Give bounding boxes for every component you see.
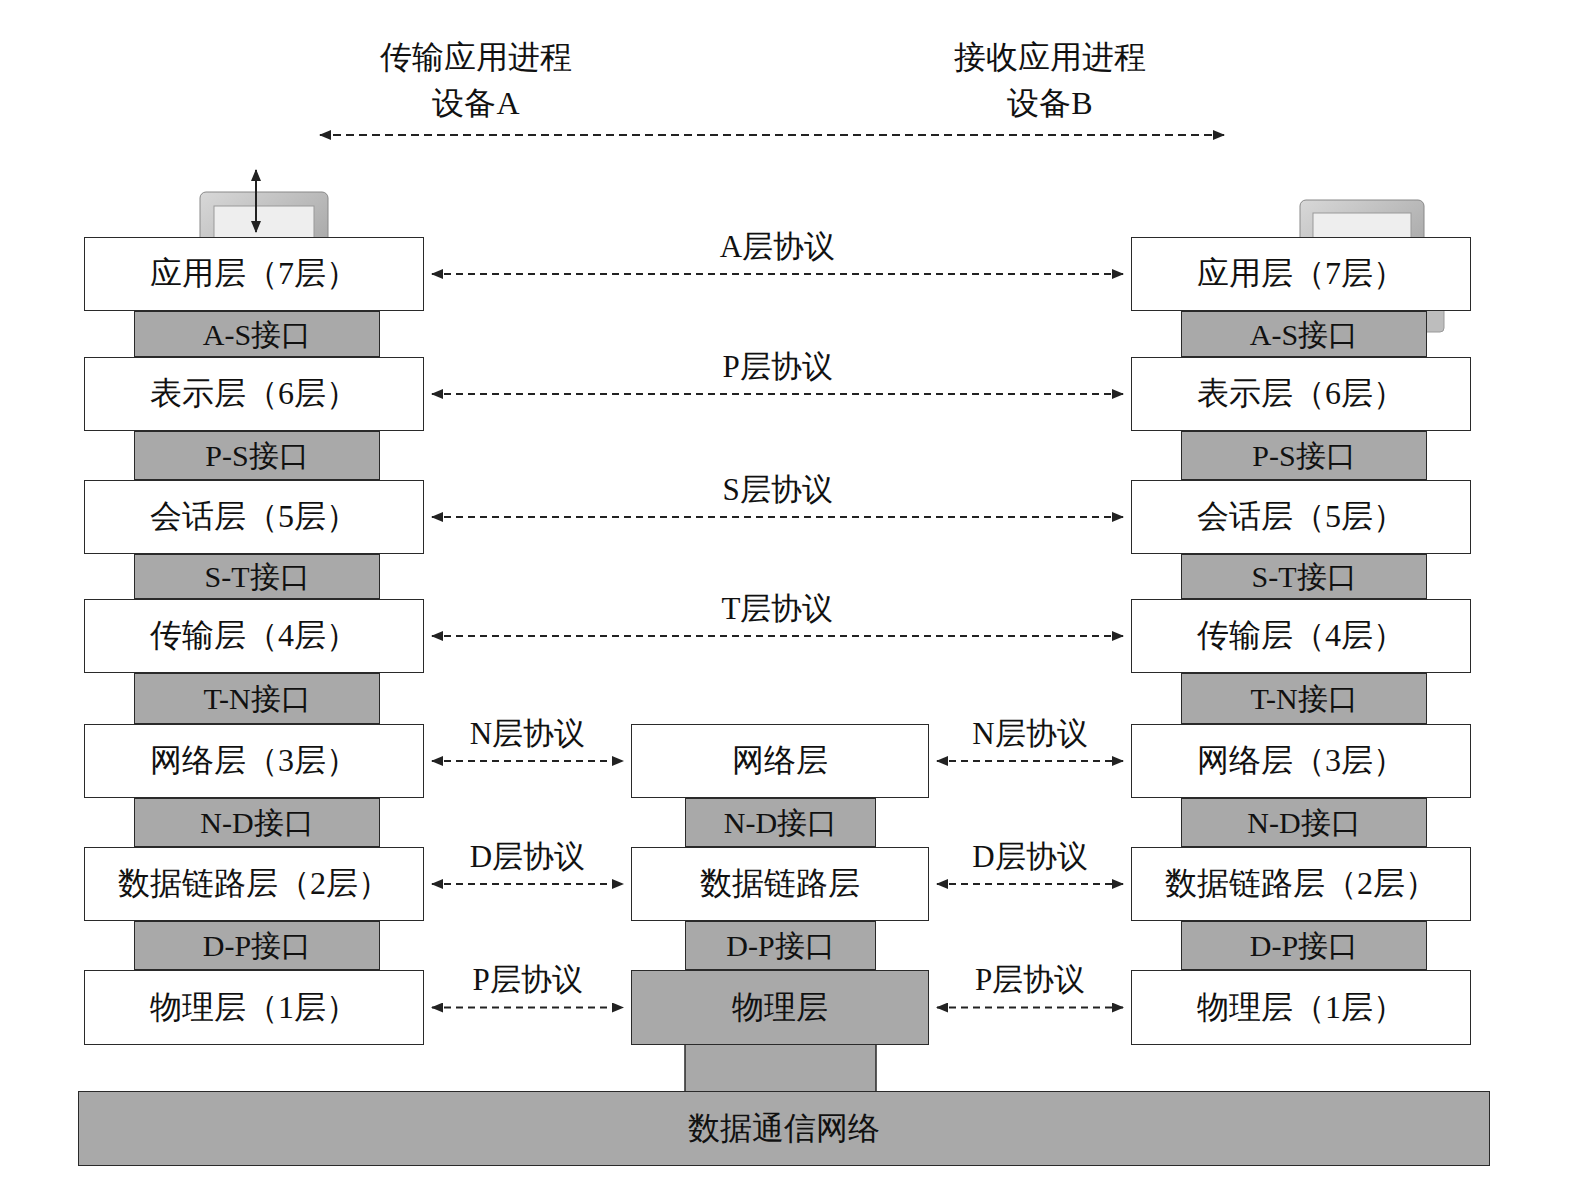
- layer-box: 应用层（7层）: [1131, 237, 1471, 311]
- layer-name: 数据链路层（2层）: [118, 866, 390, 901]
- layer-box: 数据链路层: [631, 847, 929, 921]
- layer-name: 数据链路层（2层）: [1165, 866, 1437, 901]
- layer-name: 应用层（7层）: [150, 256, 358, 291]
- layer-name: 网络层（3层）: [1197, 743, 1405, 778]
- protocol-connector: [432, 1007, 623, 1009]
- interface-box: N-D接口: [685, 798, 876, 847]
- protocol-label: P层协议: [719, 350, 835, 384]
- layer-name: D-P接口: [203, 929, 311, 962]
- protocol-connector: [432, 635, 1123, 637]
- protocol-label: D层协议: [969, 840, 1090, 874]
- interface-box: A-S接口: [134, 311, 380, 357]
- protocol-label: N层协议: [969, 717, 1090, 751]
- layer-box: 物理层: [631, 970, 929, 1045]
- device-label: 接收应用进程: [950, 40, 1150, 75]
- layer-name: 会话层（5层）: [1197, 499, 1405, 534]
- layer-name: 传输层（4层）: [1197, 618, 1405, 653]
- layer-box: 物理层（1层）: [1131, 970, 1471, 1045]
- interface-box: S-T接口: [1181, 554, 1427, 599]
- protocol-connector: [432, 393, 1123, 395]
- layer-name: P-S接口: [1252, 439, 1355, 472]
- layer-name: 数据链路层: [700, 866, 860, 901]
- layer-name: 传输层（4层）: [150, 618, 358, 653]
- protocol-connector: [937, 1007, 1123, 1009]
- layer-box: 应用层（7层）: [84, 237, 424, 311]
- interface-box: D-P接口: [134, 921, 380, 970]
- layer-name: D-P接口: [726, 929, 834, 962]
- layer-box: 数据链路层（2层）: [84, 847, 424, 921]
- layer-name: N-D接口: [200, 806, 313, 839]
- layer-name: T-N接口: [1250, 682, 1357, 715]
- interface-box: D-P接口: [1181, 921, 1427, 970]
- layer-name: D-P接口: [1250, 929, 1358, 962]
- layer-box: 网络层（3层）: [1131, 724, 1471, 798]
- interface-box: P-S接口: [134, 431, 380, 480]
- interface-box: D-P接口: [685, 921, 876, 970]
- protocol-label: A层协议: [717, 230, 838, 264]
- layer-box: 物理层（1层）: [84, 970, 424, 1045]
- layer-box: 传输层（4层）: [84, 599, 424, 673]
- device-label: 设备B: [1003, 86, 1096, 121]
- layer-box: 表示层（6层）: [84, 357, 424, 431]
- layer-name: 表示层（6层）: [150, 376, 358, 411]
- layer-name: 会话层（5层）: [150, 499, 358, 534]
- layer-name: 网络层: [732, 743, 828, 778]
- layer-box: 会话层（5层）: [84, 480, 424, 554]
- device-label: 设备A: [428, 86, 523, 121]
- layer-name: 物理层（1层）: [150, 990, 358, 1025]
- protocol-connector: [432, 273, 1123, 275]
- protocol-label: T层协议: [719, 592, 837, 626]
- layer-name: T-N接口: [203, 682, 310, 715]
- protocol-label: P层协议: [469, 963, 585, 997]
- layer-box: 会话层（5层）: [1131, 480, 1471, 554]
- protocol-connector: [937, 760, 1123, 762]
- layer-box: 网络层: [631, 724, 929, 798]
- interface-box: P-S接口: [1181, 431, 1427, 480]
- protocol-label: N层协议: [467, 717, 588, 751]
- layer-name: 物理层: [732, 990, 828, 1025]
- interface-box: A-S接口: [1181, 311, 1427, 357]
- layer-box: 网络层（3层）: [84, 724, 424, 798]
- layer-name: A-S接口: [1250, 318, 1358, 351]
- protocol-label: S层协议: [719, 473, 835, 507]
- io-arrow: [255, 170, 257, 232]
- layer-box: 数据链路层（2层）: [1131, 847, 1471, 921]
- layer-name: 物理层（1层）: [1197, 990, 1405, 1025]
- layer-box: 传输层（4层）: [1131, 599, 1471, 673]
- protocol-connector: [432, 883, 623, 885]
- layer-name: P-S接口: [205, 439, 308, 472]
- interface-box: N-D接口: [134, 798, 380, 847]
- layer-name: S-T接口: [205, 560, 310, 593]
- layer-name: N-D接口: [1247, 806, 1360, 839]
- device-label: 传输应用进程: [376, 40, 576, 75]
- layer-box: 表示层（6层）: [1131, 357, 1471, 431]
- layer-name: A-S接口: [203, 318, 311, 351]
- layer-name: 应用层（7层）: [1197, 256, 1405, 291]
- layer-name: 表示层（6层）: [1197, 376, 1405, 411]
- layer-name: 网络层（3层）: [150, 743, 358, 778]
- protocol-connector: [937, 883, 1123, 885]
- layer-name: N-D接口: [724, 806, 837, 839]
- protocol-label: P层协议: [972, 963, 1088, 997]
- interface-box: S-T接口: [134, 554, 380, 599]
- network-band: 数据通信网络: [78, 1091, 1490, 1166]
- protocol-label: D层协议: [467, 840, 588, 874]
- interface-box: N-D接口: [1181, 798, 1427, 847]
- protocol-connector: [432, 760, 623, 762]
- interface-box: T-N接口: [1181, 673, 1427, 724]
- layer-name: 数据通信网络: [688, 1111, 880, 1146]
- interface-box: T-N接口: [134, 673, 380, 724]
- protocol-connector: [432, 516, 1123, 518]
- layer-name: S-T接口: [1252, 560, 1357, 593]
- link-stem: [685, 1044, 876, 1092]
- process-arrow: [320, 134, 1224, 136]
